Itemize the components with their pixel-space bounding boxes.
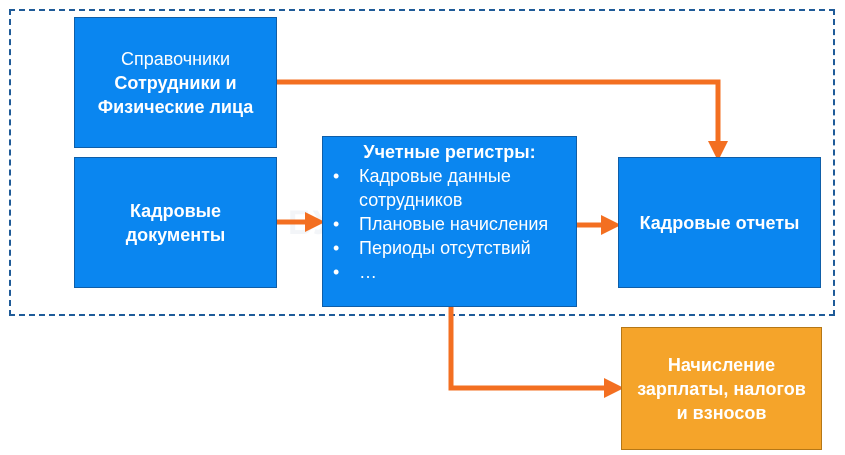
payroll-line3: и взносов bbox=[676, 402, 767, 423]
reference-books-line2: Сотрудники и bbox=[114, 72, 237, 93]
reference-books-line3: Физические лица bbox=[97, 96, 254, 117]
hr-reports-label: Кадровые отчеты bbox=[639, 212, 800, 233]
hr-documents-line1: Кадровые bbox=[129, 200, 222, 221]
reference-books-box: Справочники Сотрудники и Физические лица bbox=[74, 17, 277, 148]
arrow-references-to-reports bbox=[277, 79, 728, 161]
registers-list: Кадровые данные сотрудников Плановые нач… bbox=[323, 164, 576, 284]
registers-item: Плановые начисления bbox=[323, 212, 576, 236]
reference-books-line1: Справочники bbox=[120, 48, 231, 69]
hr-documents-line2: документы bbox=[125, 224, 226, 245]
arrow-registers-to-payroll bbox=[448, 307, 624, 398]
registers-item: … bbox=[323, 260, 576, 284]
hr-documents-box: Кадровые документы bbox=[74, 157, 277, 288]
payroll-line1: Начисление bbox=[667, 354, 776, 375]
payroll-box: Начисление зарплаты, налогов и взносов bbox=[621, 327, 822, 450]
registers-title: Учетные регистры: bbox=[363, 142, 536, 162]
module-boundary-frame bbox=[9, 9, 835, 316]
payroll-line2: зарплаты, налогов bbox=[637, 378, 806, 399]
registers-box: Учетные регистры: Кадровые данные сотруд… bbox=[322, 136, 577, 307]
registers-item: Периоды отсутствий bbox=[323, 236, 576, 260]
registers-item: Кадровые данные сотрудников bbox=[323, 164, 576, 212]
hr-reports-box: Кадровые отчеты bbox=[618, 157, 821, 288]
